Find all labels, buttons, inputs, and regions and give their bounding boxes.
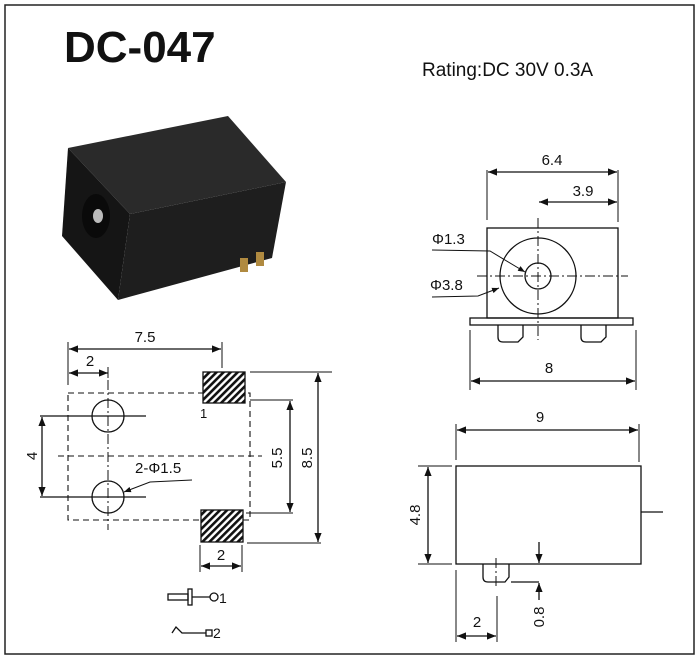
dim-base-label: 8 — [545, 360, 553, 377]
dim-pad-outer-label: 8.5 — [299, 448, 316, 469]
legend-pin1-label: 1 — [219, 590, 227, 606]
front-view: 6.4 3.9 Φ1.3 Φ3.8 8 — [430, 152, 637, 390]
product-photo — [62, 116, 286, 300]
dim-width-label: 7.5 — [135, 329, 156, 346]
footprint-view: 7.5 2 4 5.5 8.5 2 2-Φ1.5 1 — [24, 329, 332, 572]
part-title: DC-047 — [64, 23, 216, 72]
dim-pad-inner-label: 5.5 — [269, 448, 286, 469]
dim-pin-height-label: 0.8 — [531, 607, 548, 628]
pin-diameter-label: Φ1.3 — [432, 231, 465, 248]
dim-pin-offset-label: 2 — [473, 614, 481, 631]
pad-label: 1 — [200, 406, 207, 421]
dim-hole-spacing-label: 4 — [24, 452, 41, 460]
dim-height-label: 4.8 — [407, 505, 424, 526]
dim-center-label: 3.9 — [573, 183, 594, 200]
dim-pad-width-label: 2 — [217, 547, 225, 564]
hole-label: 2-Φ1.5 — [135, 460, 181, 477]
page-border — [4, 4, 695, 655]
dim-front-width-label: 6.4 — [542, 152, 563, 169]
pin-legend: 1 2 — [167, 588, 227, 641]
dim-length-label: 9 — [536, 409, 544, 426]
hole-diameter-label: Φ3.8 — [430, 277, 463, 294]
legend-pin2-label: 2 — [213, 625, 221, 641]
dim-hole-offset-label: 2 — [86, 353, 94, 370]
rating-text: Rating:DC 30V 0.3A — [422, 60, 593, 81]
side-view: 9 4.8 2 0.8 — [407, 409, 663, 642]
